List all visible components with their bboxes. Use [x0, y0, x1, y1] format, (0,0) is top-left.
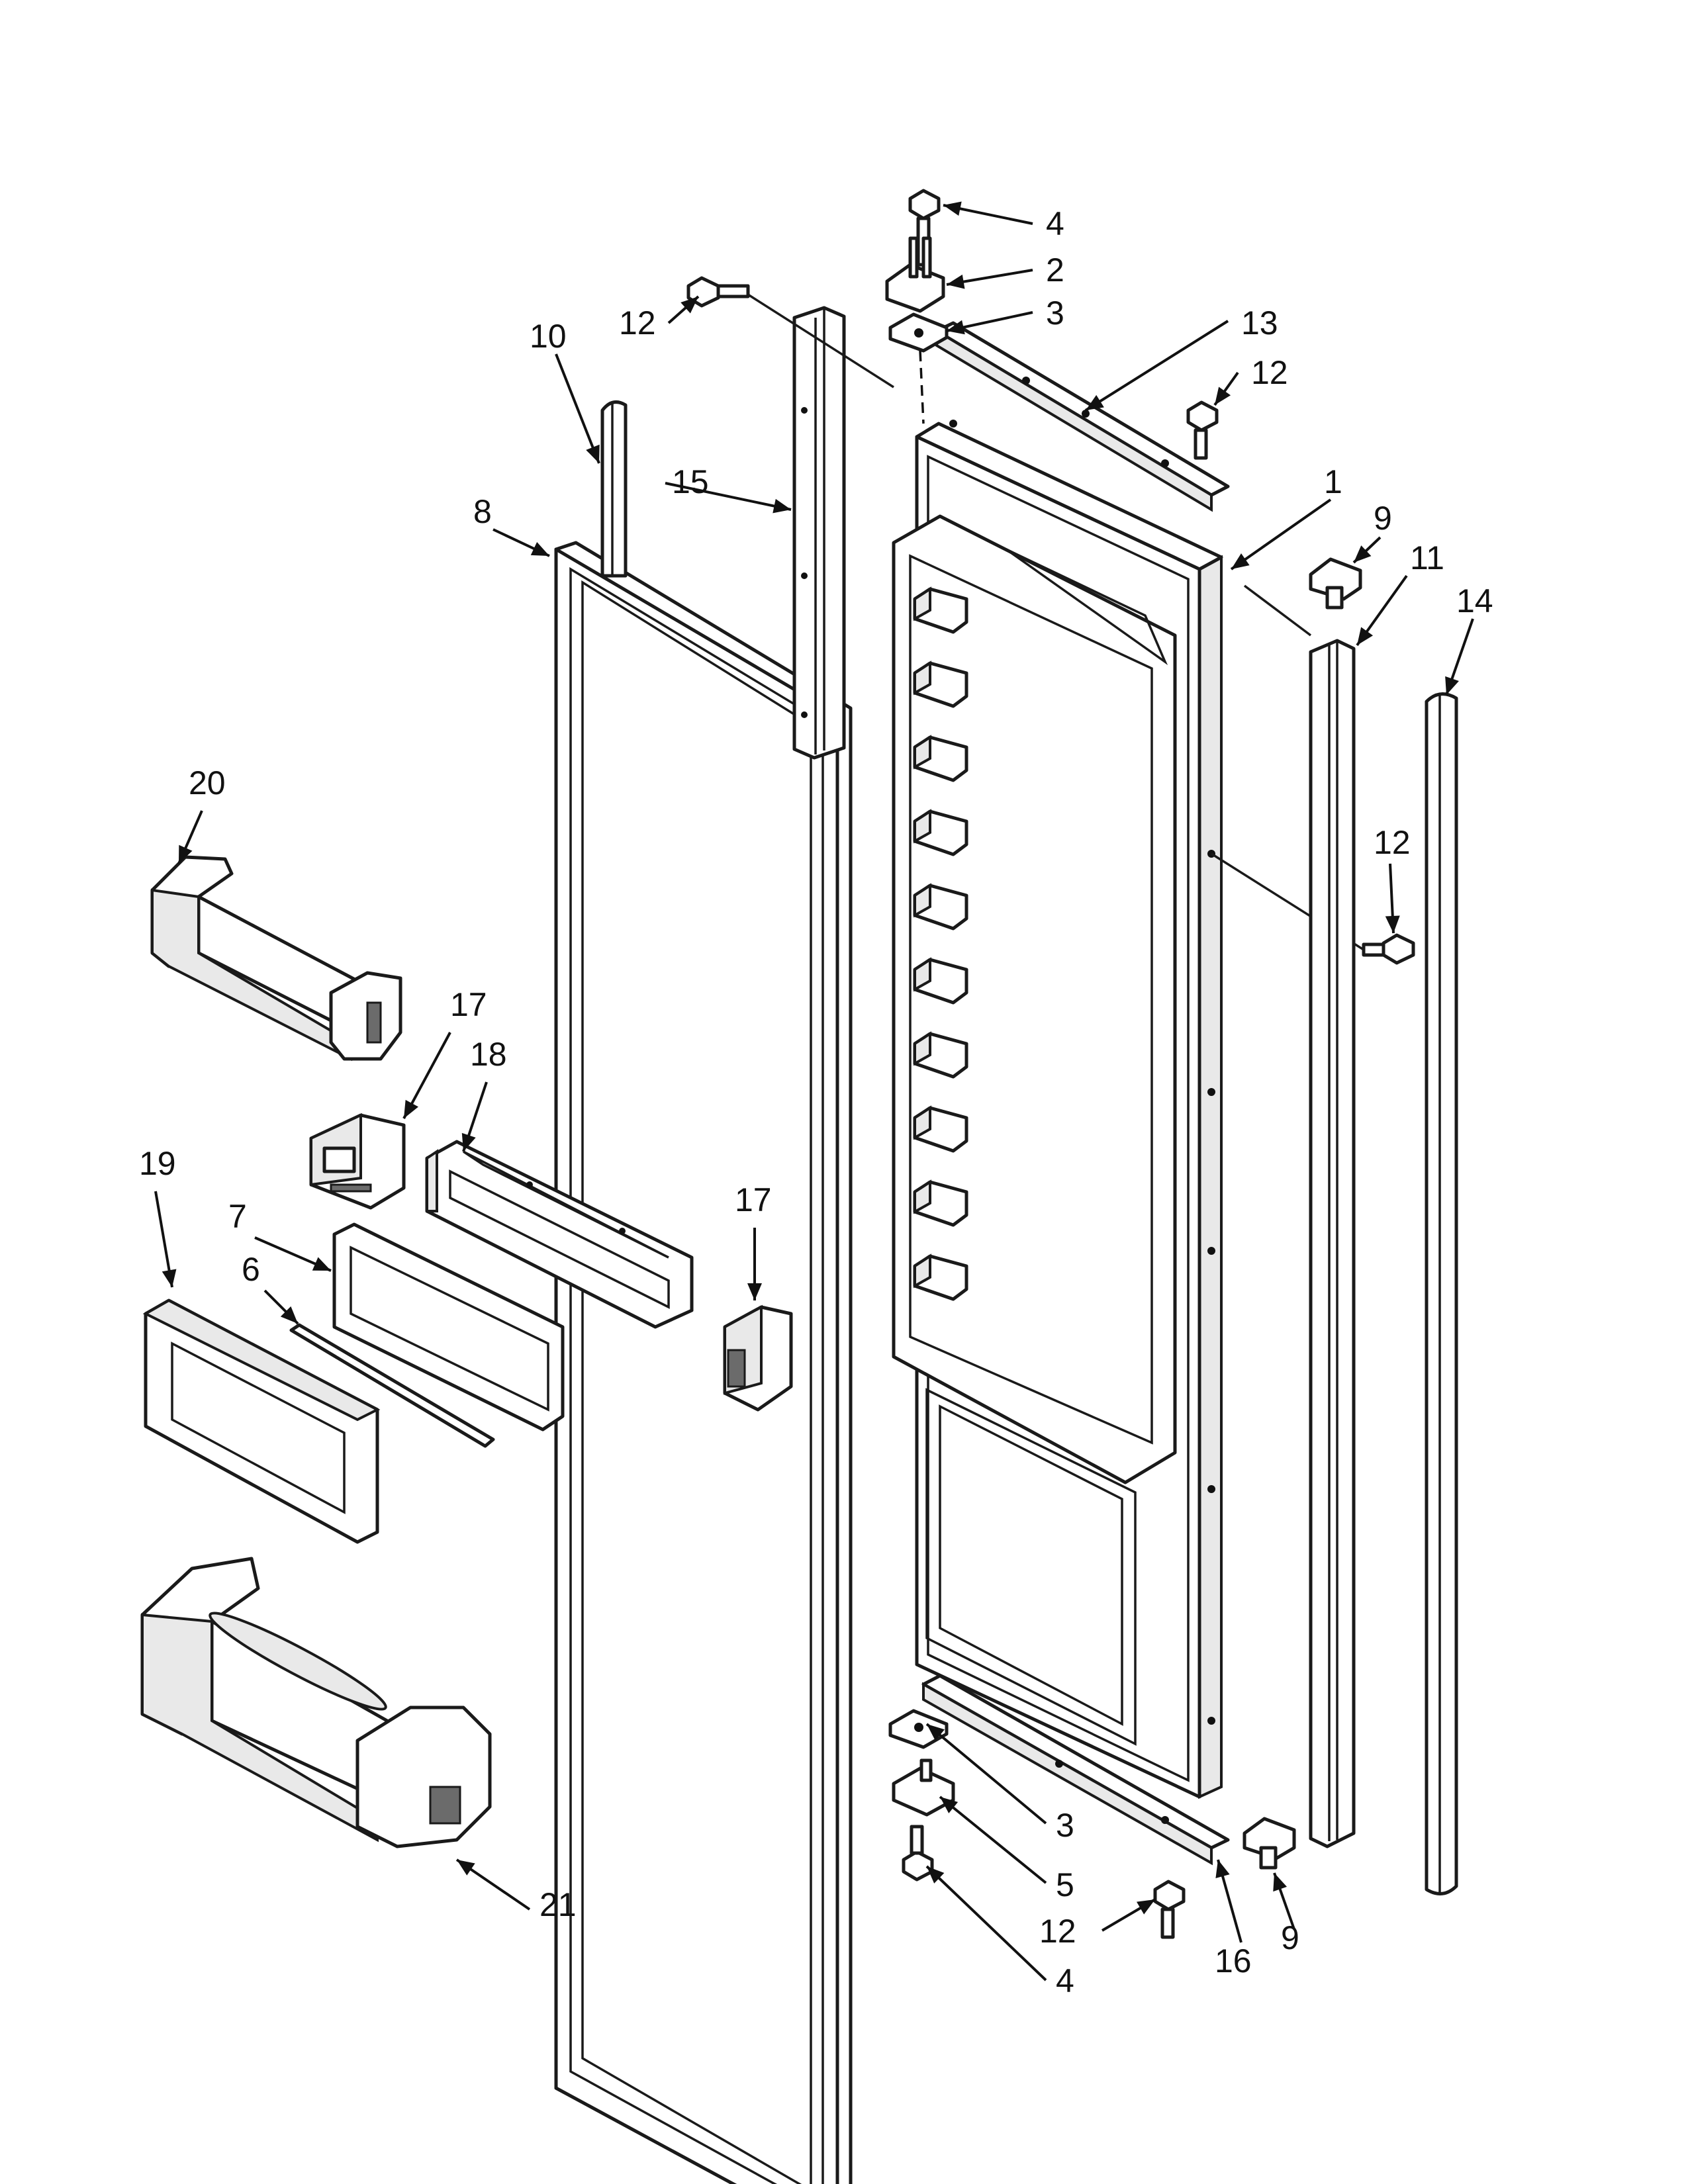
- callout-leaders: [154, 201, 1474, 1981]
- leader-line: [555, 353, 600, 464]
- window-frame-7: [332, 1222, 565, 1432]
- callout-12-a: 12: [619, 304, 656, 341]
- leader-line: [402, 1032, 451, 1119]
- callout-9-bot: 9: [1281, 1919, 1299, 1956]
- callout-4-bot: 4: [1056, 1962, 1074, 1999]
- shelf-clip: [913, 586, 968, 634]
- callout-13: 13: [1241, 304, 1278, 341]
- clip-9-bottom: [1243, 1817, 1296, 1870]
- callout-11: 11: [1410, 539, 1444, 576]
- handle-trim-left: [792, 306, 846, 760]
- door-bin-20: [150, 855, 402, 1062]
- top-hinge-parts: [885, 189, 949, 424]
- callout-19: 19: [139, 1145, 176, 1182]
- shelf-clip: [913, 1179, 968, 1227]
- leader-line: [1213, 371, 1239, 406]
- callout-17-b: 17: [735, 1181, 772, 1218]
- callout-20: 20: [189, 764, 226, 801]
- leader-line: [1385, 863, 1400, 934]
- callout-7: 7: [228, 1198, 247, 1235]
- callout-15: 15: [672, 463, 709, 500]
- front-cover-19: [142, 1298, 381, 1544]
- door-gasket: [554, 541, 853, 2184]
- callout-9-top: 9: [1374, 500, 1392, 537]
- bin-bracket-17-a: [309, 1113, 406, 1210]
- leader-line: [665, 482, 792, 514]
- screw-12-b: [1186, 400, 1219, 460]
- shelf-clip: [913, 809, 968, 856]
- vertical-trim-10: [600, 400, 628, 578]
- leader-line: [946, 311, 1033, 335]
- callout-3-top: 3: [1046, 295, 1064, 332]
- leader-line: [1445, 618, 1474, 696]
- leader-line: [154, 1191, 177, 1288]
- leader-line: [747, 1228, 762, 1300]
- screw-12-a: [686, 276, 894, 388]
- leader-line: [925, 1865, 1047, 1981]
- callout-16: 16: [1215, 1942, 1252, 1979]
- bottom-hinge-parts: [888, 1709, 955, 1882]
- leader-line: [492, 528, 550, 557]
- door-shelf-clips: [913, 586, 968, 1301]
- shelf-clip: [913, 883, 968, 931]
- bin-bracket-17-b: [723, 1304, 793, 1412]
- leader-line: [939, 1796, 1047, 1884]
- leader-line: [177, 810, 203, 864]
- leader-line: [1101, 1898, 1156, 1932]
- callout-18: 18: [470, 1036, 507, 1073]
- door-bin-21: [140, 1557, 492, 1848]
- bottom-door-cap: [921, 1674, 1230, 1866]
- callout-4-top: 4: [1046, 205, 1064, 242]
- callout-6: 6: [242, 1251, 260, 1288]
- callout-17-a: 17: [450, 986, 487, 1023]
- leader-line: [946, 269, 1033, 289]
- shelf-clip: [913, 735, 968, 782]
- callout-10: 10: [530, 318, 567, 355]
- shelf-clip: [913, 957, 968, 1005]
- callout-3-bot: 3: [1056, 1807, 1074, 1844]
- callout-12-c: 12: [1374, 824, 1411, 861]
- callout-12-d: 12: [1039, 1913, 1076, 1950]
- callout-5: 5: [1056, 1866, 1074, 1903]
- callout-2: 2: [1046, 251, 1064, 289]
- leader-line: [943, 201, 1033, 225]
- trim-strip-6: [289, 1323, 495, 1448]
- leader-line: [1084, 320, 1229, 412]
- callout-8: 8: [473, 493, 492, 530]
- callout-14: 14: [1456, 582, 1493, 619]
- leader-line: [263, 1289, 299, 1325]
- shelf-clip: [913, 1105, 968, 1153]
- leader-line: [1273, 1872, 1295, 1930]
- long-trim-14: [1425, 692, 1458, 1895]
- side-trim-11: [1243, 584, 1356, 1848]
- leader-line: [461, 1081, 488, 1152]
- callout-1: 1: [1324, 463, 1342, 500]
- leader-line: [1356, 574, 1408, 647]
- callout-21: 21: [539, 1886, 577, 1923]
- clip-9-top: [1309, 557, 1362, 610]
- cover-housing-18: [425, 1140, 694, 1329]
- leader-line: [1352, 536, 1382, 564]
- callout-12-b: 12: [1251, 354, 1288, 391]
- shelf-clip: [913, 1031, 968, 1079]
- screw-12-d: [1153, 1880, 1186, 1939]
- leader-line: [925, 1723, 1047, 1825]
- leader-line: [1215, 1859, 1243, 1943]
- leader-line: [1230, 498, 1332, 570]
- shelf-clip: [913, 660, 968, 708]
- leader-line: [254, 1236, 332, 1272]
- leader-line: [667, 295, 700, 324]
- leader-line: [455, 1858, 531, 1911]
- shelf-clip: [913, 1253, 968, 1301]
- callout-labels: 4 2 3 12 13 12 10 15 8 1 9 11 14 20 12 1…: [139, 205, 1493, 1999]
